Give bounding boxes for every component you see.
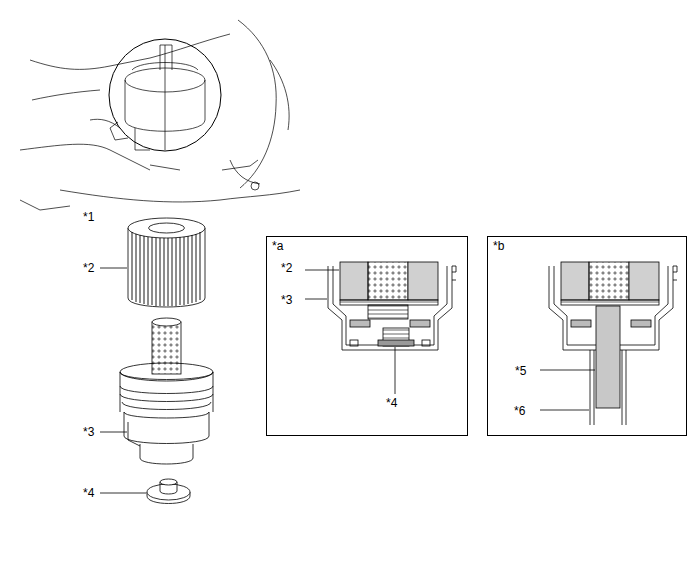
filter-cap — [100, 318, 213, 464]
callout-number: *3 — [280, 293, 293, 307]
panel-letter: *b — [492, 239, 505, 253]
callout-number: *1 — [82, 210, 95, 224]
panel-letter: *a — [271, 239, 284, 253]
callout-number: *4 — [385, 396, 398, 410]
callout-number: *3 — [82, 425, 95, 439]
callout-number: *6 — [513, 404, 526, 418]
callout-number: *4 — [82, 486, 95, 500]
filter-element — [100, 218, 205, 307]
drain-plug — [100, 479, 190, 504]
cross-section-b — [540, 262, 677, 425]
callout-number: *2 — [280, 261, 293, 275]
callout-number: *2 — [82, 261, 95, 275]
engine-sketch — [20, 20, 300, 210]
detail-panel: *b *5 *6 — [487, 236, 687, 436]
callout-number: *5 — [514, 364, 527, 378]
cross-section-a — [305, 262, 456, 394]
detail-panel: *a *2 *3 *4 — [266, 236, 468, 436]
